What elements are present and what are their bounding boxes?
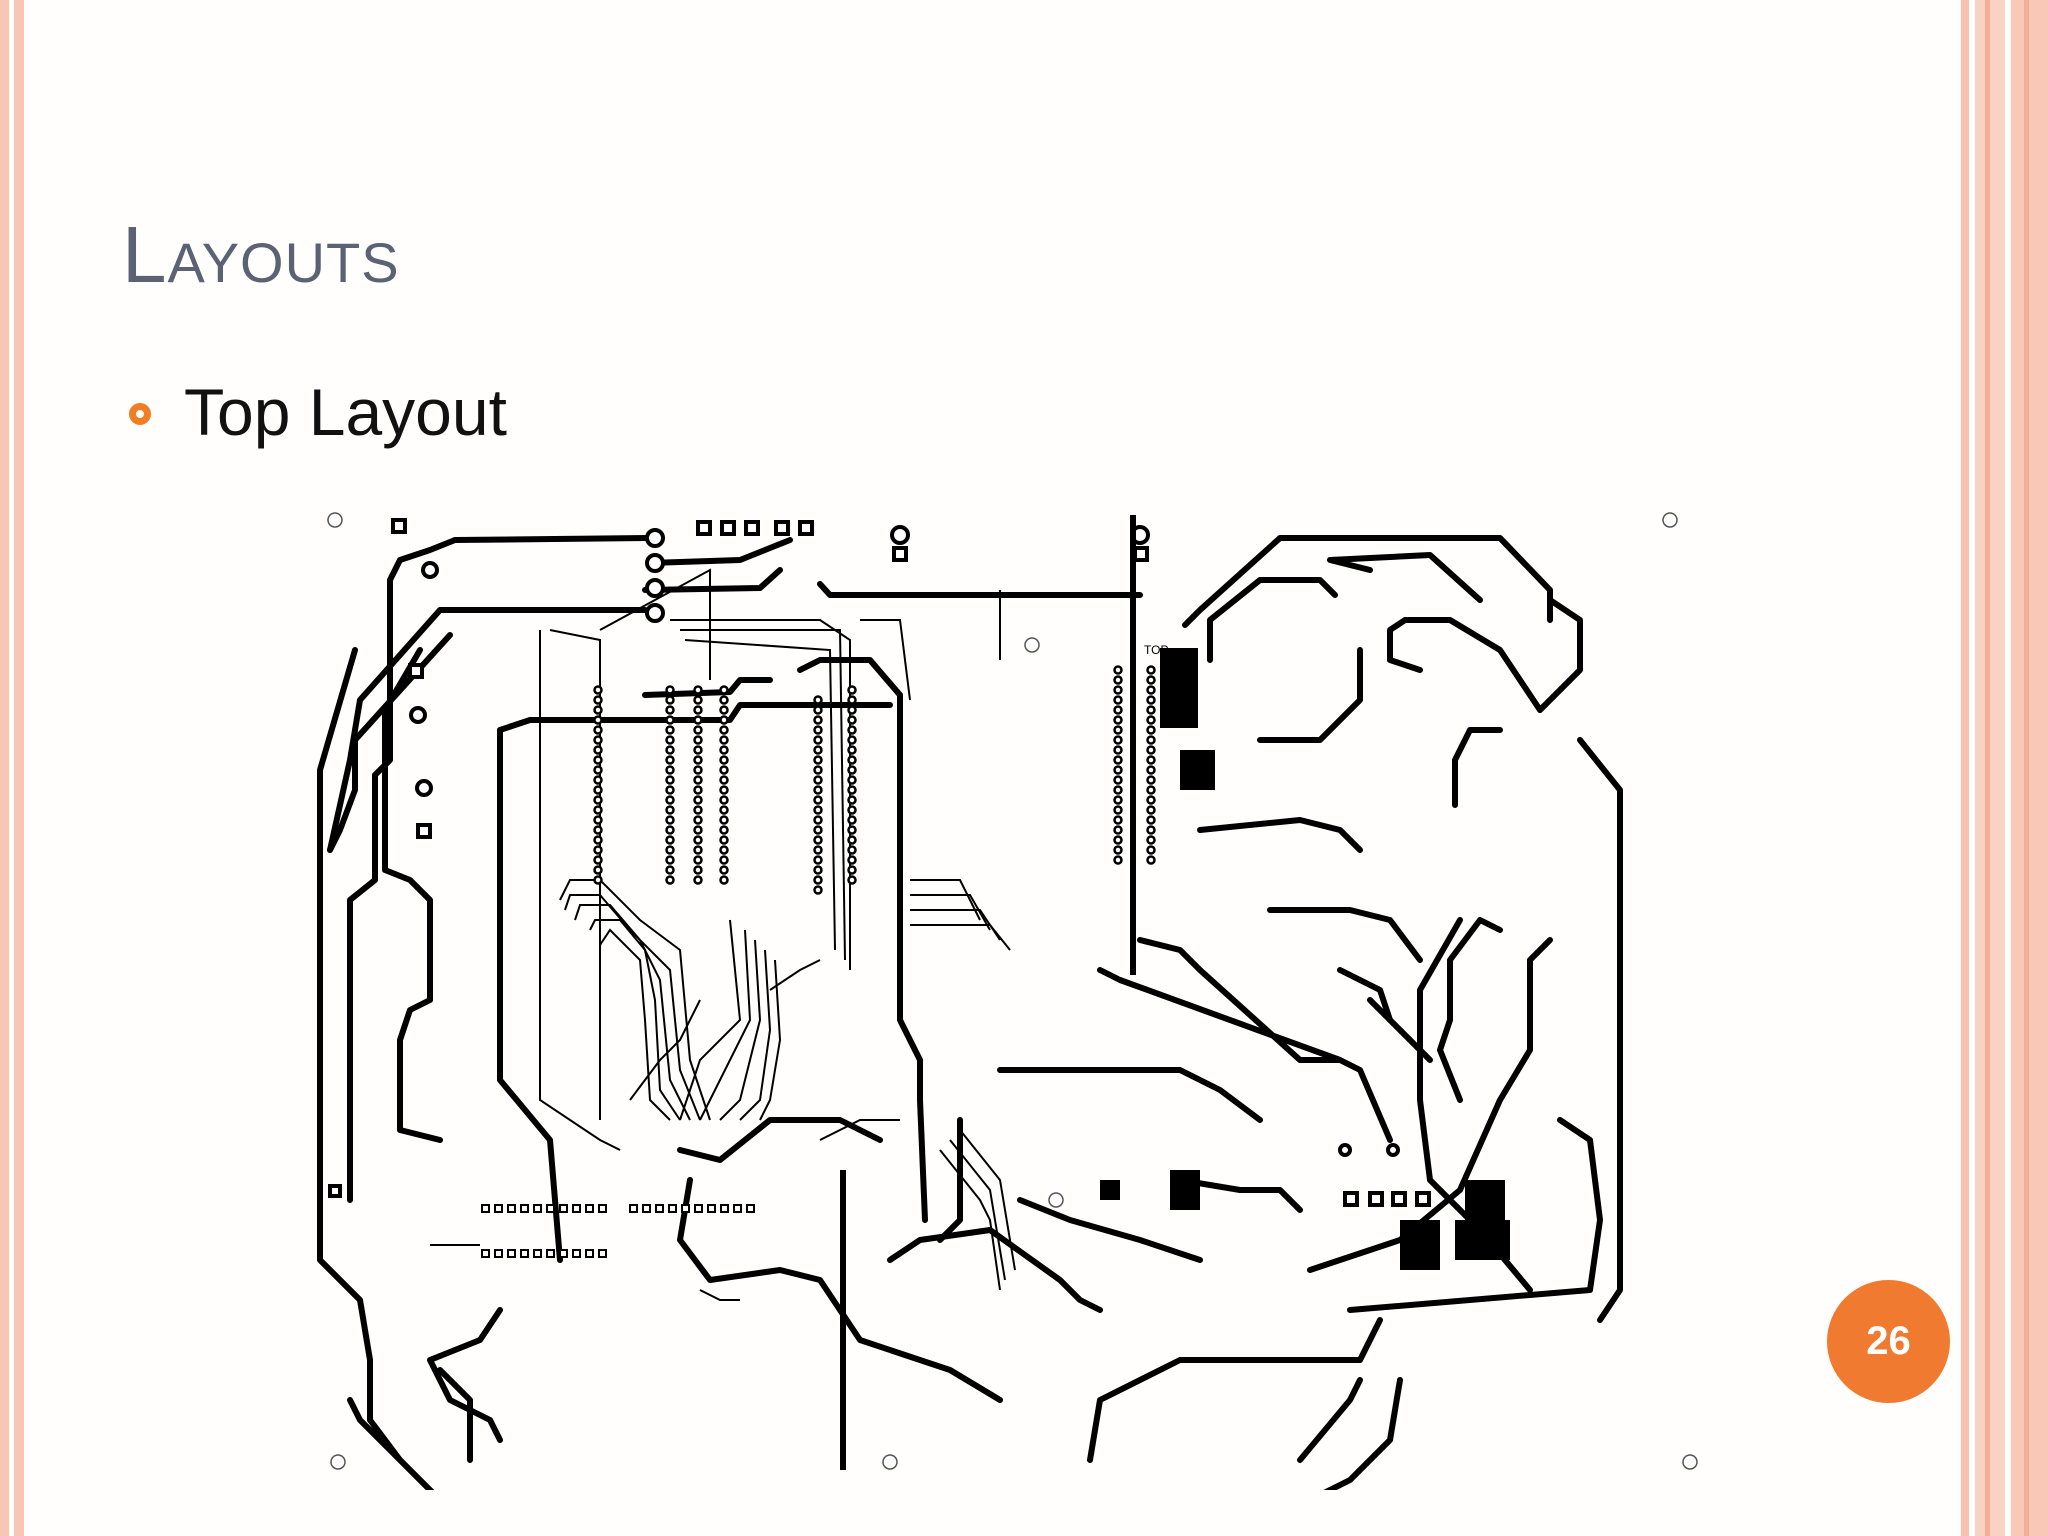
pcb-top-label: TOP xyxy=(1144,643,1168,657)
right-border-band xyxy=(1975,0,2005,1536)
left-border-stripe-inner xyxy=(14,0,24,1536)
right-border-stripe xyxy=(1961,0,1969,1536)
pcb-top-layout-image: TOP xyxy=(317,512,1698,1490)
right-border-edge-line xyxy=(2024,0,2029,1536)
bullet-text: Top Layout xyxy=(184,375,507,449)
slide-title: Layouts xyxy=(122,210,400,299)
right-border-line xyxy=(1985,0,1990,1536)
left-border-stripe xyxy=(0,0,9,1536)
page-number-badge: 26 xyxy=(1827,1280,1950,1403)
right-border-edge xyxy=(2011,0,2048,1536)
bullet-circle-icon xyxy=(129,403,151,425)
